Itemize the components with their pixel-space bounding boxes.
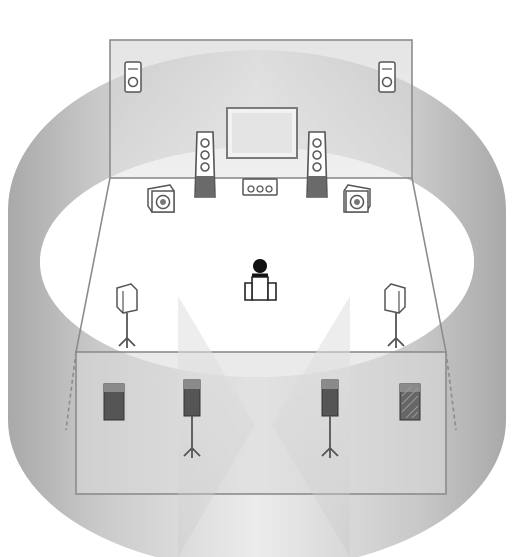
surround-left-speaker-on-stand-icon <box>116 283 138 348</box>
subwoofer-left-icon <box>147 184 175 213</box>
front-right-tower-speaker-icon <box>306 131 328 198</box>
front-left-tower-speaker-icon <box>194 131 216 198</box>
listener-icon <box>244 259 277 301</box>
center-speaker-icon <box>242 178 278 196</box>
rear-sound-beams <box>178 296 350 557</box>
surround-back-left-speaker-on-stand-icon <box>183 379 201 458</box>
surround-right-speaker-on-stand-icon <box>384 283 406 348</box>
tv-icon <box>226 107 298 159</box>
subwoofer-right-icon <box>343 184 371 213</box>
surround-back-right-speaker-on-stand-icon <box>321 379 339 458</box>
rear-presence-left-speaker-icon <box>103 383 125 421</box>
front-presence-right-speaker-icon <box>378 61 396 93</box>
front-presence-left-speaker-icon <box>124 61 142 93</box>
rear-presence-right-speaker-icon <box>399 383 421 421</box>
